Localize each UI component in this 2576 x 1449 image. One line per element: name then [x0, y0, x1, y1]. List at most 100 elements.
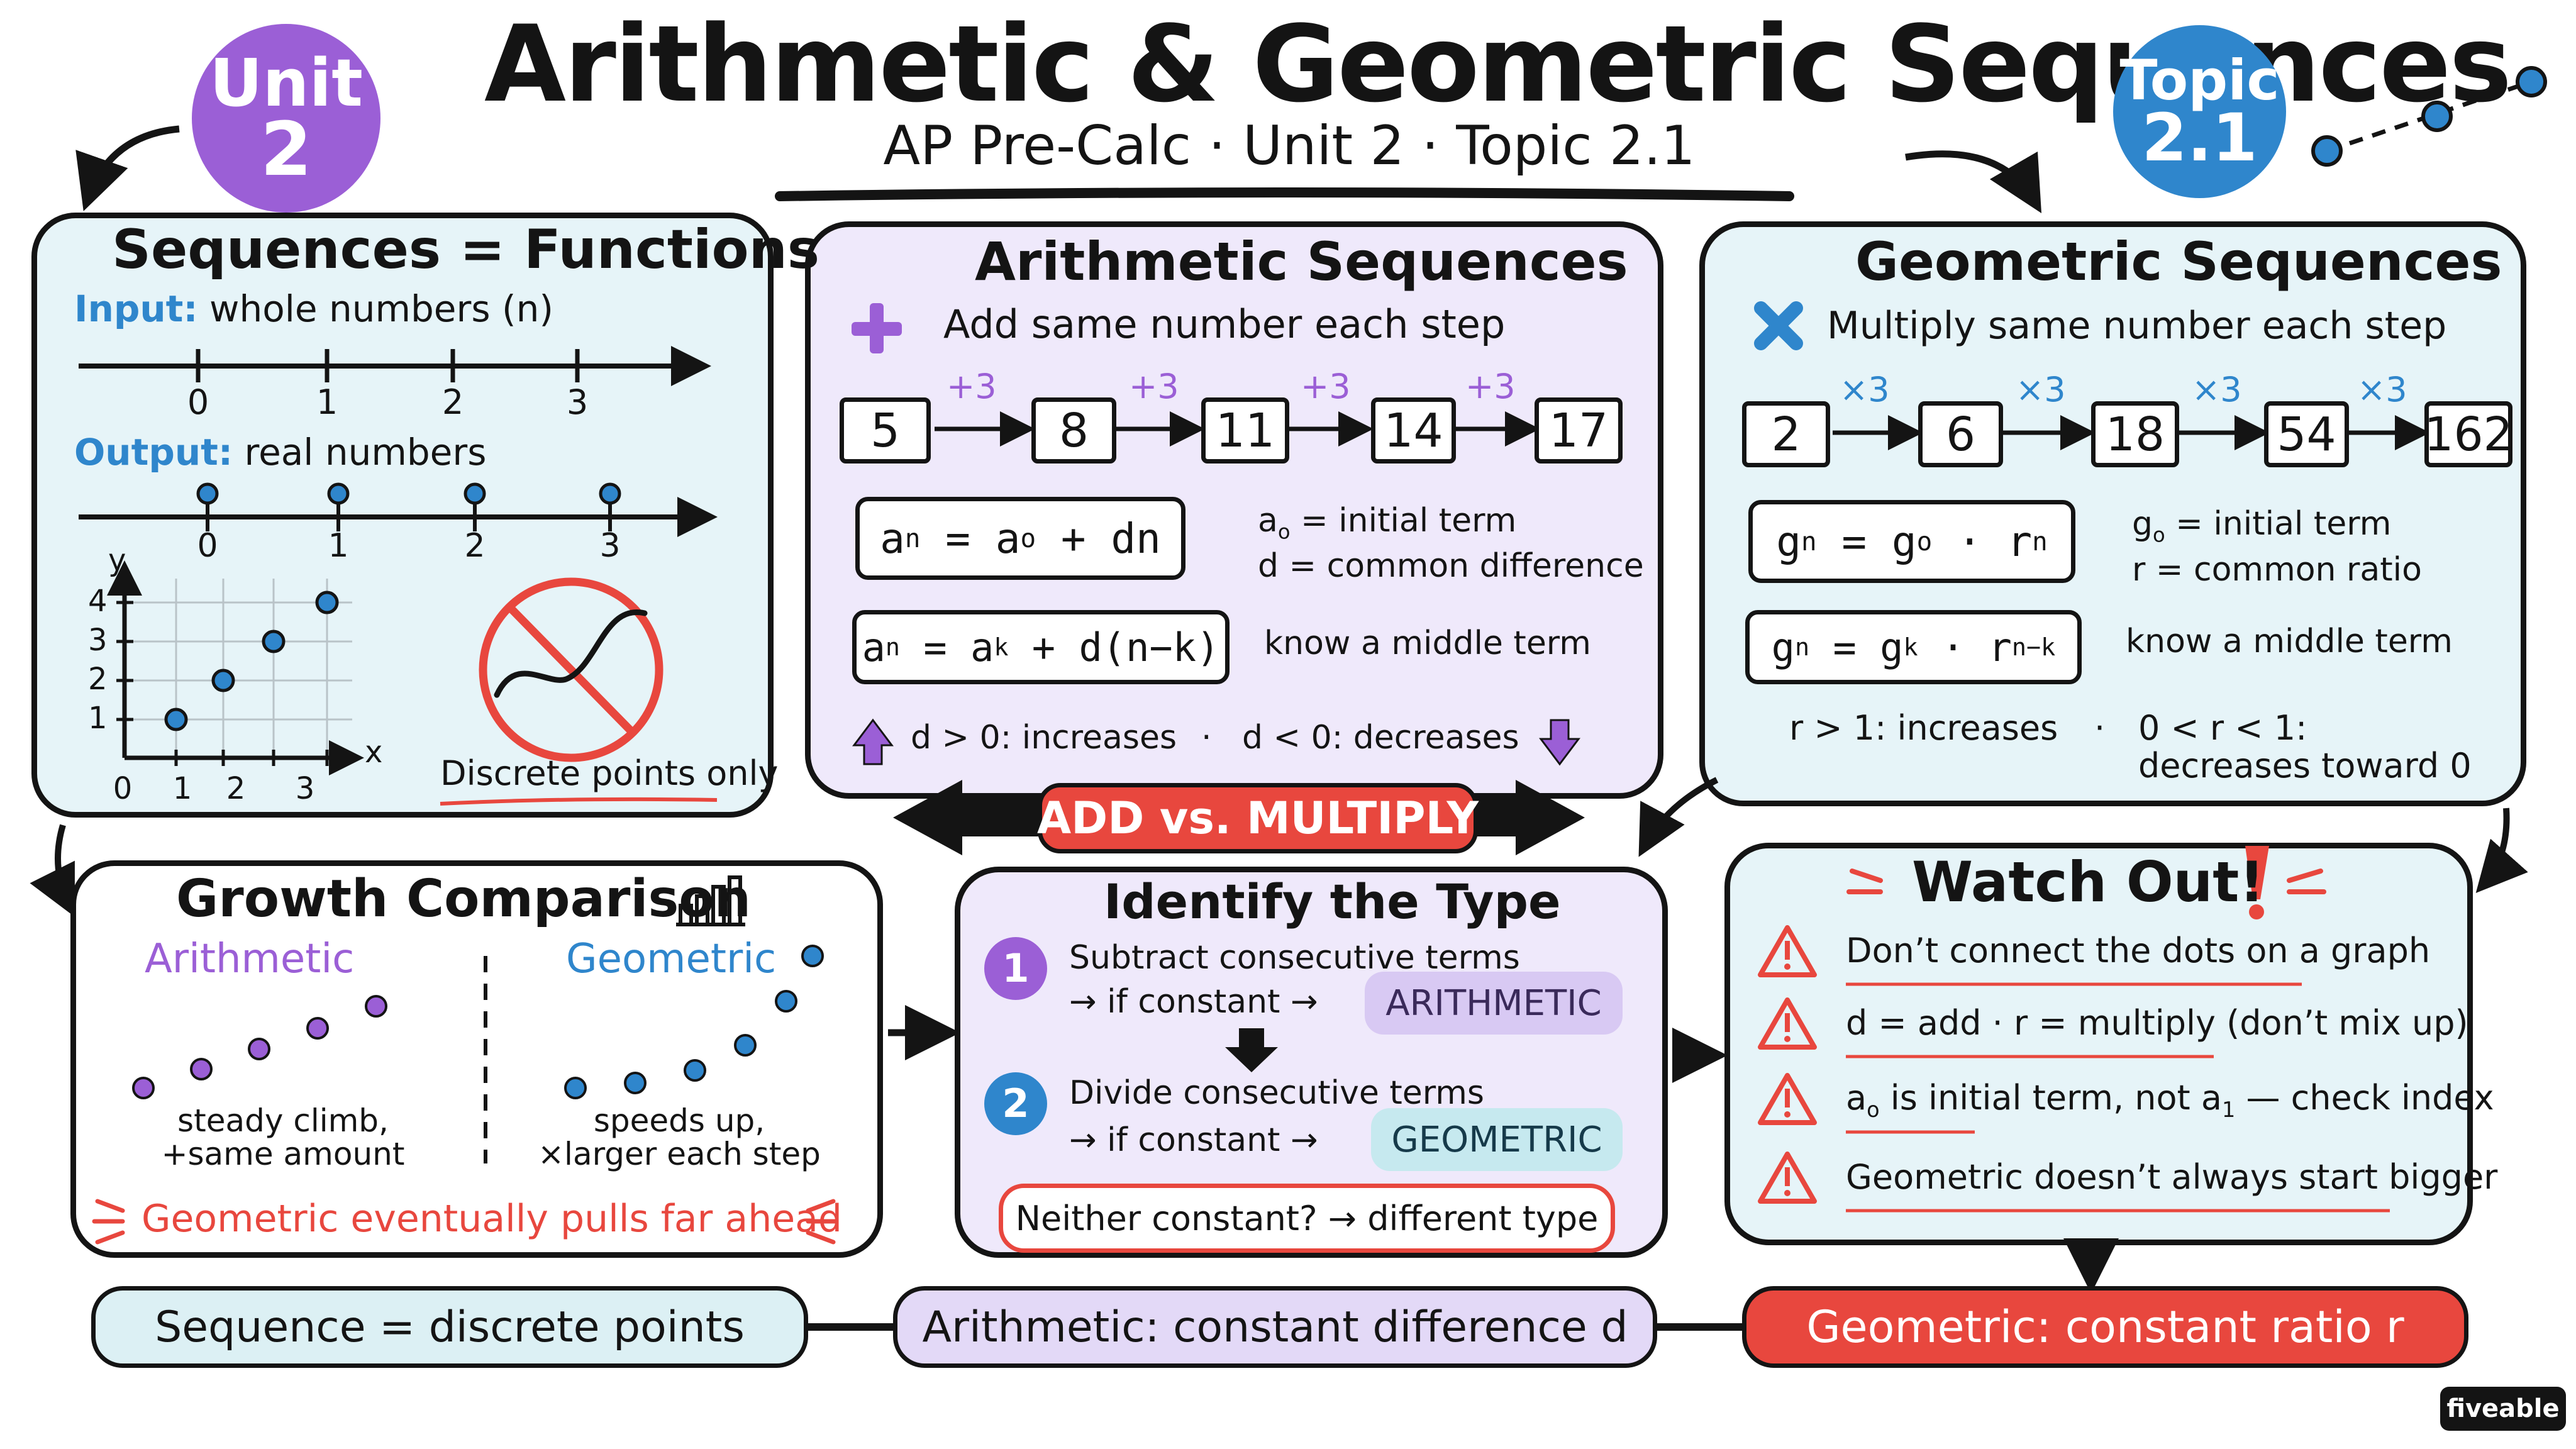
- input-tick: 0: [187, 382, 209, 422]
- geometric-rule: Multiply same number each step: [1827, 304, 2447, 348]
- growth-geo-desc-2: ×larger each step: [538, 1136, 821, 1172]
- warning-triangles: [1758, 925, 1817, 1204]
- arithmetic-step: +3: [1301, 367, 1351, 406]
- arrow-functions-to-growth: [30, 824, 75, 917]
- growth-note-sparks: [92, 1199, 839, 1245]
- input-tick: 3: [566, 382, 589, 422]
- step2-condition: → if constant →: [1069, 1121, 1318, 1159]
- watch-title: Watch Out!: [1912, 850, 2265, 914]
- step1-condition: → if constant →: [1069, 983, 1318, 1021]
- arithmetic-middle-note: know a middle term: [1264, 625, 1591, 662]
- footer-geometric-pill: Geometric: constant ratio r: [1742, 1286, 2468, 1368]
- identify-title: Identify the Type: [1104, 874, 1561, 930]
- step2-text: Divide consecutive terms: [1069, 1074, 1484, 1112]
- geometric-result-badge: GEOMETRIC: [1371, 1108, 1623, 1171]
- geometric-trend-decrease-1: 0 < r < 1:: [2138, 708, 2307, 748]
- graph-x-tick: 2: [226, 771, 246, 806]
- arithmetic-term: 17: [1535, 397, 1623, 464]
- graph-x-tick: 1: [172, 771, 192, 806]
- warning-item: Geometric doesn’t always start bigger: [1846, 1157, 2498, 1197]
- arithmetic-trend-increase: d > 0: increases: [911, 719, 1177, 757]
- step1-number: 1: [984, 937, 1047, 1000]
- multiply-icon: [1754, 301, 1803, 350]
- arithmetic-dots: [132, 995, 387, 1099]
- arithmetic-step: +3: [1465, 367, 1516, 406]
- down-arrow-icon: [1539, 719, 1580, 766]
- arithmetic-term: 5: [840, 397, 931, 464]
- geometric-term: 2: [1742, 401, 1830, 467]
- output-tick: 0: [197, 527, 218, 565]
- geometric-step: ×3: [2192, 370, 2242, 409]
- geometric-dots: [564, 945, 824, 1099]
- output-row: Output: real numbers: [74, 432, 486, 473]
- output-number-line: [79, 482, 718, 537]
- add-vs-multiply-banner: ADD vs. MULTIPLY: [1037, 783, 1479, 853]
- input-text: whole numbers (n): [209, 287, 553, 330]
- unit-badge-line2: 2: [260, 106, 313, 193]
- neither-note: Neither constant? → different type: [999, 1184, 1615, 1253]
- growth-geo-label: Geometric: [566, 936, 777, 982]
- arithmetic-title: Arithmetic Sequences: [975, 231, 1628, 292]
- arithmetic-trend-separator: ·: [1201, 719, 1212, 757]
- up-arrow-icon: [852, 718, 894, 765]
- identify-down-arrow: [1225, 1028, 1278, 1072]
- arithmetic-term: 11: [1201, 397, 1289, 464]
- discrete-graph: [107, 560, 364, 775]
- geometric-trend-decrease-2: decreases toward 0: [2138, 746, 2472, 786]
- growth-arith-label: Arithmetic: [145, 936, 355, 982]
- functions-title: Sequences = Functions: [112, 218, 820, 281]
- geometric-middle-note: know a middle term: [2126, 623, 2453, 660]
- dotted-sequence-icon: [2311, 66, 2547, 167]
- step2-number: 2: [984, 1072, 1047, 1135]
- topic-badge-line2: 2.1: [2141, 99, 2258, 176]
- graph-y-tick: 1: [88, 701, 108, 736]
- growth-arith-desc-2: +same amount: [161, 1136, 405, 1172]
- watch-panel: [1724, 843, 2473, 1245]
- geometric-trend-increase: r > 1: increases: [1789, 708, 2058, 748]
- growth-title: Growth Comparison: [176, 869, 752, 929]
- discrete-note-underline: [440, 797, 718, 806]
- topic-badge: Topic 2.1: [2113, 25, 2286, 198]
- output-tick: 2: [464, 527, 486, 565]
- growth-arith-desc-1: steady climb,: [177, 1102, 389, 1139]
- geometric-ratio-note: r = common ratio: [2132, 551, 2422, 589]
- arithmetic-difference-note: d = common difference: [1258, 547, 1644, 585]
- watch-title-sparks: [1846, 869, 2326, 894]
- unit-badge-line1: Unit: [209, 44, 363, 121]
- graph-y-tick: 3: [88, 623, 108, 658]
- arithmetic-term: 8: [1031, 397, 1116, 464]
- geometric-title: Geometric Sequences: [1855, 231, 2502, 292]
- page-subtitle: AP Pre-Calc · Unit 2 · Topic 2.1: [883, 114, 1696, 177]
- step1-text: Subtract consecutive terms: [1069, 939, 1520, 977]
- input-tick: 2: [441, 382, 464, 422]
- output-tick: 3: [599, 527, 621, 565]
- arithmetic-step: +3: [1129, 367, 1179, 406]
- graph-y-label: y: [108, 543, 126, 578]
- arrow-geometric-to-watch: [2475, 808, 2528, 893]
- geometric-term: 162: [2424, 401, 2513, 467]
- geometric-step: ×3: [2357, 370, 2407, 409]
- footer-arithmetic-pill: Arithmetic: constant difference d: [893, 1286, 1657, 1368]
- input-tick: 1: [316, 382, 338, 422]
- arithmetic-step: +3: [947, 367, 997, 406]
- arithmetic-term: 14: [1371, 397, 1456, 464]
- geometric-step: ×3: [1840, 370, 1890, 409]
- plus-icon: [852, 303, 902, 353]
- brand-logo: fiveable: [2440, 1387, 2566, 1431]
- warning-item: Don’t connect the dots on a graph: [1846, 931, 2431, 970]
- input-number-line: [79, 346, 711, 386]
- geometric-term: 18: [2091, 401, 2179, 467]
- geometric-step: ×3: [2016, 370, 2066, 409]
- footer-sequence-pill: Sequence = discrete points: [91, 1286, 808, 1368]
- geometric-term: 6: [1918, 401, 2003, 467]
- arithmetic-result-badge: ARITHMETIC: [1365, 972, 1623, 1035]
- arrow-geometric-to-identify: [1638, 777, 1719, 857]
- discrete-note: Discrete points only: [440, 753, 779, 793]
- geometric-term: 54: [2264, 401, 2349, 467]
- curved-arrow-right: [1905, 150, 2042, 214]
